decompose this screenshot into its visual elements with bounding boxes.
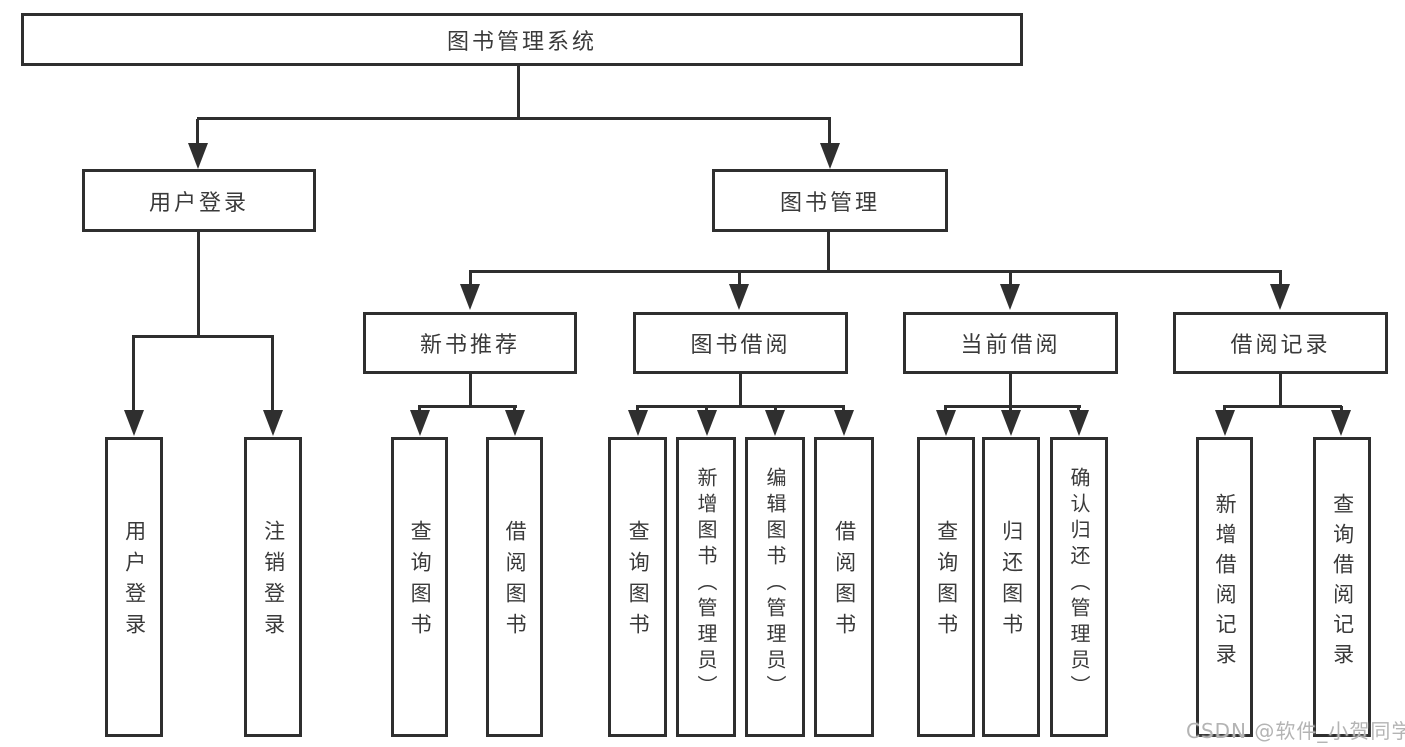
connector-leaf-shaft xyxy=(1223,406,1226,413)
connector-records-bus xyxy=(1223,405,1342,408)
leaf-records-query-record: 查询借阅记录 xyxy=(1313,437,1371,737)
arrow-down-icon xyxy=(1001,410,1021,436)
connector-leaf-shaft xyxy=(132,337,135,412)
connector-mgmt-trunk xyxy=(827,232,830,272)
connector-l3-shaft xyxy=(469,272,472,285)
connector-leaf-shaft xyxy=(842,406,845,413)
connector-leaf-shaft xyxy=(513,406,516,413)
node-user-login-label: 用户登录 xyxy=(148,190,249,216)
leaf-borrow-borrow-book: 借阅图书 xyxy=(814,437,874,737)
connector-current-trunk xyxy=(1009,374,1012,407)
leaf-current-confirm-return-admin: 确认归还（管理员） xyxy=(1050,437,1108,737)
leaf-current-return-book: 归还图书 xyxy=(982,437,1040,737)
leaf-recommend-borrow-book: 借阅图书 xyxy=(486,437,543,737)
node-new-book-recommend-label: 新书推荐 xyxy=(419,333,520,358)
arrow-down-icon xyxy=(765,410,785,436)
node-new-book-recommend: 新书推荐 xyxy=(363,312,577,374)
node-book-borrow: 图书借阅 xyxy=(633,312,848,374)
connector-login-trunk xyxy=(197,232,200,337)
leaf-borrow-add-book-admin-label: 新增图书（管理员） xyxy=(694,467,718,701)
leaf-borrow-edit-book-admin: 编辑图书（管理员） xyxy=(745,437,805,737)
node-borrow-records-label: 借阅记录 xyxy=(1230,333,1331,358)
arrow-down-icon xyxy=(1000,284,1020,310)
leaf-recommend-query-book: 查询图书 xyxy=(391,437,448,737)
connector-leaf-shaft xyxy=(1340,406,1343,413)
connector-leaf-shaft xyxy=(271,337,274,412)
connector-level2-bus xyxy=(197,117,831,120)
arrow-down-icon xyxy=(460,284,480,310)
arrow-down-icon xyxy=(1069,410,1089,436)
arrow-down-icon xyxy=(936,410,956,436)
connector-l3-shaft xyxy=(1279,272,1282,285)
connector-login-bus xyxy=(132,335,274,338)
node-current-borrow-label: 当前借阅 xyxy=(960,333,1061,358)
csdn-watermark: CSDN @软件_小贺同学 xyxy=(1186,719,1405,743)
connector-borrow-trunk xyxy=(739,374,742,407)
connector-leaf-shaft xyxy=(1009,406,1012,413)
connector-leaf-shaft xyxy=(418,406,421,413)
arrow-down-icon xyxy=(628,410,648,436)
node-borrow-records: 借阅记录 xyxy=(1173,312,1388,374)
arrow-down-icon xyxy=(188,143,208,169)
connector-recommend-bus xyxy=(418,405,517,408)
leaf-borrow-borrow-book-label: 借阅图书 xyxy=(832,520,857,644)
leaf-records-add-record-label: 新增借阅记录 xyxy=(1213,492,1238,673)
leaf-current-query-book: 查询图书 xyxy=(917,437,975,737)
arrow-down-icon xyxy=(697,410,717,436)
connector-level3-bus xyxy=(469,270,1282,273)
arrow-down-icon xyxy=(263,410,283,436)
leaf-records-add-record: 新增借阅记录 xyxy=(1196,437,1253,737)
arrow-down-icon xyxy=(729,284,749,310)
node-book-borrow-label: 图书借阅 xyxy=(690,333,791,358)
connector-l3-shaft xyxy=(738,272,741,285)
arrow-down-icon xyxy=(505,410,525,436)
connector-leaf-shaft xyxy=(636,406,639,413)
node-book-management: 图书管理 xyxy=(712,169,948,232)
leaf-user-login: 用户登录 xyxy=(105,437,163,737)
leaf-current-confirm-return-admin-label: 确认归还（管理员） xyxy=(1067,467,1091,701)
arrow-down-icon xyxy=(1215,410,1235,436)
connector-leaf-shaft xyxy=(944,406,947,413)
connector-recommend-trunk xyxy=(469,374,472,407)
node-book-management-label: 图书管理 xyxy=(779,190,880,216)
connector-l3-shaft xyxy=(1009,272,1012,285)
arrow-down-icon xyxy=(1270,284,1290,310)
leaf-records-query-record-label: 查询借阅记录 xyxy=(1330,492,1355,673)
arrow-down-icon xyxy=(820,143,840,169)
arrow-down-icon xyxy=(410,410,430,436)
connector-current-bus xyxy=(944,405,1081,408)
connector-leaf-shaft xyxy=(774,406,777,413)
leaf-borrow-add-book-admin: 新增图书（管理员） xyxy=(676,437,736,737)
connector-borrow-bus xyxy=(636,405,845,408)
leaf-recommend-borrow-book-label: 借阅图书 xyxy=(503,520,528,644)
connector-records-trunk xyxy=(1279,374,1282,407)
arrow-down-icon xyxy=(124,410,144,436)
node-root: 图书管理系统 xyxy=(21,13,1023,66)
leaf-recommend-query-book-label: 查询图书 xyxy=(408,520,433,644)
leaf-logout: 注销登录 xyxy=(244,437,302,737)
leaf-user-login-label: 用户登录 xyxy=(122,520,147,644)
leaf-borrow-query-book-label: 查询图书 xyxy=(626,520,651,644)
arrow-down-icon xyxy=(1331,410,1351,436)
leaf-current-return-book-label: 归还图书 xyxy=(999,520,1024,644)
connector-leaf-shaft xyxy=(1077,406,1080,413)
connector-leaf-shaft xyxy=(705,406,708,413)
node-current-borrow: 当前借阅 xyxy=(903,312,1118,374)
arrow-down-icon xyxy=(834,410,854,436)
leaf-current-query-book-label: 查询图书 xyxy=(934,520,959,644)
connector-root-trunk xyxy=(517,66,520,119)
leaf-borrow-edit-book-admin-label: 编辑图书（管理员） xyxy=(763,467,787,701)
leaf-borrow-query-book: 查询图书 xyxy=(608,437,667,737)
connector-login-shaft xyxy=(196,119,199,145)
node-user-login: 用户登录 xyxy=(82,169,316,232)
connector-mgmt-shaft xyxy=(828,119,831,145)
node-root-label: 图书管理系统 xyxy=(446,29,597,55)
leaf-logout-label: 注销登录 xyxy=(261,520,286,644)
